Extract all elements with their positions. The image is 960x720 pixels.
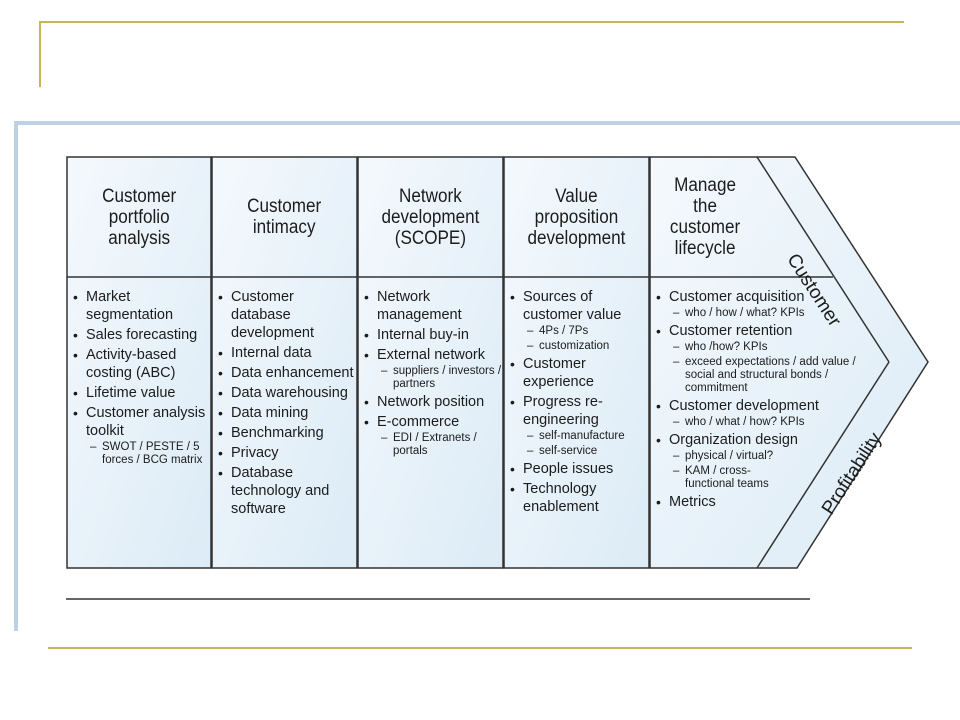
content-frame-left bbox=[14, 121, 18, 631]
list-item: Customer development who / what / how? K… bbox=[656, 397, 883, 429]
list-item: Database technology and software bbox=[218, 464, 355, 518]
list-item: Network management bbox=[364, 288, 501, 324]
sub-item: who / how / what? KPIs bbox=[669, 307, 883, 320]
sub-item: EDI / Extranets / portals bbox=[377, 432, 501, 458]
list-item: Sales forecasting bbox=[73, 326, 209, 344]
sub-item: suppliers / investors / partners bbox=[377, 365, 501, 391]
list-item: Organization design physical / virtual? … bbox=[656, 431, 883, 491]
column-heading: Value proposition development bbox=[527, 185, 626, 249]
column-heading: Manage the customer lifecycle bbox=[669, 175, 741, 259]
list-item: Lifetime value bbox=[73, 384, 209, 402]
list-item: People issues bbox=[510, 460, 647, 478]
column-manage-customer-lifecycle: Manage the customer lifecycle Customer a… bbox=[650, 157, 885, 568]
sub-item: self-service bbox=[523, 445, 647, 458]
sub-item: customization bbox=[523, 340, 647, 353]
list-item: Privacy bbox=[218, 444, 355, 462]
content-frame-top bbox=[14, 121, 960, 125]
list-item: Activity-based costing (ABC) bbox=[73, 346, 209, 382]
column-customer-portfolio-analysis: Customer portfolio analysis Market segme… bbox=[67, 157, 211, 568]
column-heading: Customer intimacy bbox=[247, 196, 322, 238]
list-item: Customer experience bbox=[510, 355, 647, 391]
column-body: Network management Internal buy-in Exter… bbox=[358, 288, 503, 460]
sub-item: KAM / cross- functional teams bbox=[669, 465, 883, 491]
sub-item: 4Ps / 7Ps bbox=[523, 325, 647, 338]
list-item: Sources of customer value 4Ps / 7Ps cust… bbox=[510, 288, 647, 353]
list-item: Customer database development bbox=[218, 288, 355, 342]
top-left-rule bbox=[39, 21, 41, 87]
bottom-rule bbox=[48, 647, 912, 649]
column-body: Customer acquisition who / how / what? K… bbox=[650, 288, 885, 513]
sub-item: physical / virtual? bbox=[669, 450, 883, 463]
sub-item: who /how? KPIs bbox=[669, 341, 883, 354]
column-value-proposition-development: Value proposition development Sources of… bbox=[504, 157, 649, 568]
list-item: Benchmarking bbox=[218, 424, 355, 442]
column-customer-intimacy: Customer intimacy Customer database deve… bbox=[212, 157, 357, 568]
list-item: Data enhancement bbox=[218, 364, 355, 382]
column-heading: Network development (SCOPE) bbox=[381, 185, 480, 249]
sub-item: who / what / how? KPIs bbox=[669, 416, 883, 429]
list-item: Customer analysis toolkit SWOT / PESTE /… bbox=[73, 404, 209, 467]
list-item: E-commerce EDI / Extranets / portals bbox=[364, 413, 501, 458]
list-item: Data mining bbox=[218, 404, 355, 422]
list-item: Internal data bbox=[218, 344, 355, 362]
list-item: Progress re- engineering self-manufactur… bbox=[510, 393, 647, 458]
top-rule bbox=[40, 21, 904, 23]
list-item: Metrics bbox=[656, 493, 883, 511]
column-heading: Customer portfolio analysis bbox=[101, 185, 177, 249]
column-network-development: Network development (SCOPE) Network mana… bbox=[358, 157, 503, 568]
list-item: Technology enablement bbox=[510, 480, 647, 516]
list-item: Customer acquisition who / how / what? K… bbox=[656, 288, 883, 320]
list-item: Market segmentation bbox=[73, 288, 209, 324]
column-body: Sources of customer value 4Ps / 7Ps cust… bbox=[504, 288, 649, 518]
list-item: Internal buy-in bbox=[364, 326, 501, 344]
column-body: Market segmentation Sales forecasting Ac… bbox=[67, 288, 211, 469]
sub-item: self-manufacture bbox=[523, 430, 647, 443]
list-item: Network position bbox=[364, 393, 501, 411]
list-item: Customer retention who /how? KPIs exceed… bbox=[656, 322, 883, 395]
column-body: Customer database development Internal d… bbox=[212, 288, 357, 520]
sub-item: exceed expectations / add value / social… bbox=[669, 356, 883, 395]
list-item: Data warehousing bbox=[218, 384, 355, 402]
list-item: External network suppliers / investors /… bbox=[364, 346, 501, 391]
sub-item: SWOT / PESTE / 5 forces / BCG matrix bbox=[86, 441, 209, 467]
